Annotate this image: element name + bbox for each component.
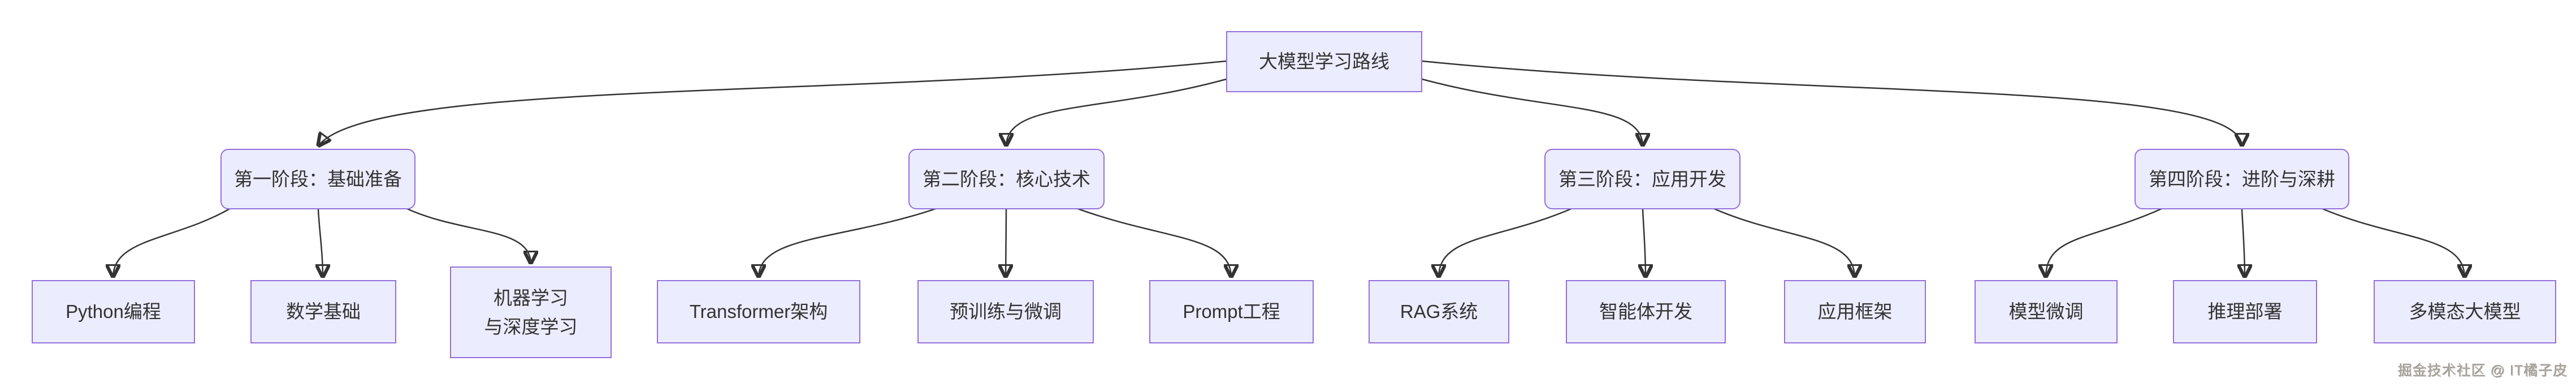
node-python: Python编程 xyxy=(32,280,195,343)
node-agent-dev: 智能体开发 xyxy=(1566,280,1726,343)
node-stage-3: 第三阶段：应用开发 xyxy=(1544,149,1741,209)
edge-stage2-prompt xyxy=(1076,207,1231,278)
node-stage-4: 第四阶段：进阶与深耕 xyxy=(2135,149,2349,209)
node-pretrain-finetune: 预训练与微调 xyxy=(917,280,1094,343)
edge-stage4-multimodal xyxy=(2320,207,2465,278)
node-transformer: Transformer架构 xyxy=(657,280,860,343)
node-model-finetune: 模型微调 xyxy=(1975,280,2118,343)
edge-root-stage4 xyxy=(1422,60,2242,147)
node-prompt-engineering: Prompt工程 xyxy=(1149,280,1314,343)
watermark: 掘金技术社区 @ IT橘子皮 xyxy=(2398,363,2568,379)
node-rag: RAG系统 xyxy=(1369,280,1509,343)
node-stage-1: 第一阶段：基础准备 xyxy=(220,149,415,209)
node-inference-deploy: 推理部署 xyxy=(2173,280,2317,343)
edge-root-stage2 xyxy=(1006,78,1227,147)
edge-stage1-math xyxy=(318,209,323,278)
node-stage-2: 第二阶段：核心技术 xyxy=(908,149,1105,209)
edge-stage3-rag xyxy=(1439,207,1573,278)
node-math: 数学基础 xyxy=(250,280,396,343)
edge-stage2-transformer xyxy=(759,207,938,278)
node-app-framework: 应用框架 xyxy=(1784,280,1926,343)
node-multimodal: 多模态大模型 xyxy=(2374,280,2556,343)
edge-root-stage3 xyxy=(1422,78,1643,147)
edge-stage3-agent xyxy=(1643,209,1646,278)
node-root: 大模型学习路线 xyxy=(1226,31,1422,92)
edge-root-stage1 xyxy=(318,60,1227,147)
node-ml-dl: 机器学习 与深度学习 xyxy=(450,266,612,358)
edge-stage1-ml xyxy=(405,207,531,264)
edge-stage4-finetune xyxy=(2046,207,2163,278)
edge-stage4-deploy xyxy=(2242,209,2245,278)
edge-stage1-python xyxy=(113,207,231,278)
edge-stage3-framework xyxy=(1712,207,1855,278)
